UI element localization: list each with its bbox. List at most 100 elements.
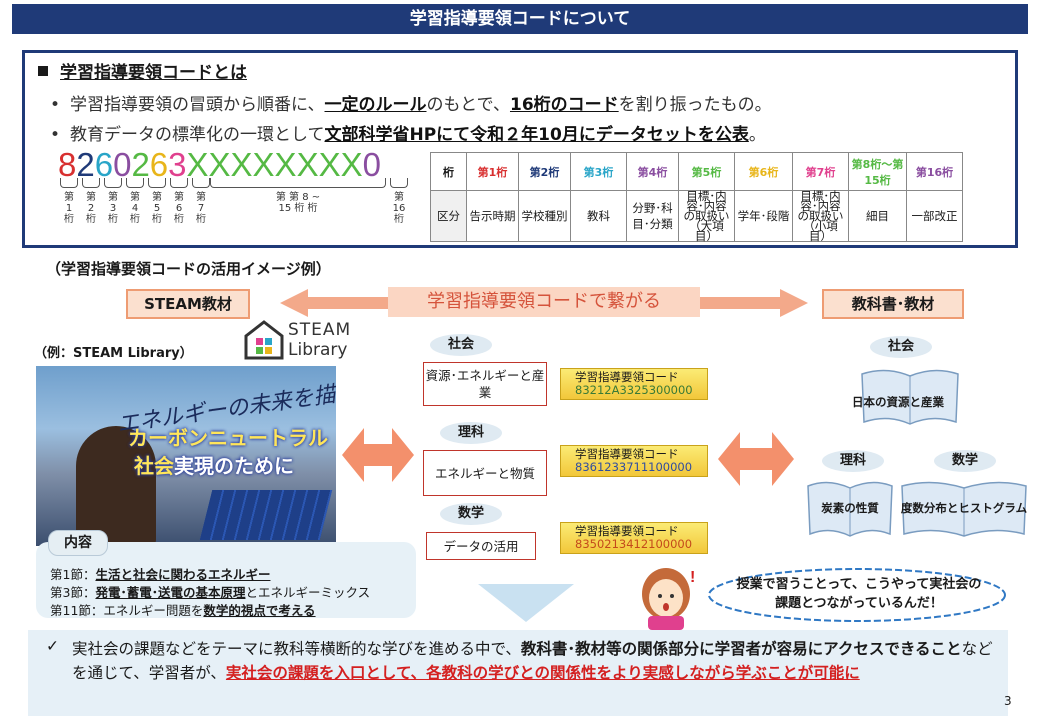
summary-bullet-1: •学習指導要領の冒頭から順番に、一定のルールのもとで、16桁のコードを割り振った… (50, 90, 772, 115)
code-digit: 3 (168, 146, 187, 183)
conclusion-part1: 実社会の課題などをテーマに教科等横断的な学びを進める中で、 (72, 640, 521, 658)
brace (210, 178, 386, 188)
bullet-dot-icon: • (50, 125, 61, 145)
textbook-title-social: 日本の資源と産業 (852, 395, 944, 409)
textbook-oval-math: 数学 (934, 450, 996, 472)
digit-table: 桁 第1桁 第2桁 第3桁 第4桁 第5桁 第6桁 第7桁 第8桁～第15桁 第… (430, 152, 963, 242)
brace (82, 178, 100, 188)
digit-table-cell: 学校種別 (518, 190, 571, 242)
brace (104, 178, 122, 188)
speech-bubble-text: 授業で習うことって、こうやって実社会の課題とつながっているんだ！ (736, 577, 982, 611)
page-title: 学習指導要領コードについて (12, 4, 1028, 34)
conclusion-part2: 教科書･教材等の関係部分に学習者が容易にアクセスできること (520, 640, 962, 658)
code-digit: 2 (76, 146, 95, 183)
digit-table-header-row: 桁 第1桁 第2桁 第3桁 第4桁 第5桁 第6桁 第7桁 第8桁～第15桁 第… (430, 152, 963, 191)
digit-table-head: 第16桁 (906, 152, 963, 191)
digit-label: 第16桁 (392, 192, 406, 225)
digit-table-head: 第5桁 (678, 152, 735, 191)
code-label: 学習指導要領コード (575, 447, 679, 461)
summary-heading-text: 学習指導要領コードとは (60, 63, 247, 83)
digit-table-head: 第8桁～第15桁 (848, 152, 907, 191)
digit-table-head: 第3桁 (570, 152, 627, 191)
code-label: 学習指導要領コード (575, 370, 679, 384)
subject-oval-social: 社会 (430, 334, 492, 356)
brace (192, 178, 210, 188)
code-digit: 6 (94, 146, 114, 183)
content-line-3: 第11節：エネルギー問題を数学的視点で考える (50, 600, 316, 619)
digit-label: 第1桁 (64, 192, 74, 225)
digit-label: 第2桁 (86, 192, 96, 225)
steam-material-photo: エネルギーの未来を描く カーボンニュートラル 社会実現のために (36, 366, 336, 546)
code-number: 8350213412100000 (575, 537, 693, 551)
solar-panel-shape (199, 490, 333, 540)
bullet1-part3: のもとで、 (426, 95, 510, 115)
digit-table-head: 第2桁 (518, 152, 571, 191)
digit-table-head: 第4桁 (626, 152, 679, 191)
digit-table-head: 第6桁 (734, 152, 793, 191)
example-caption: （例：STEAM Library） (34, 346, 193, 361)
subject-oval-math: 数学 (440, 503, 502, 525)
photo-headline-2b: 実現のために (174, 454, 294, 478)
digit-label: 第3桁 (108, 192, 118, 225)
digit-table-cell: 一部改正 (906, 190, 963, 242)
open-book-icon (901, 481, 1027, 537)
textbook-oval-science: 理科 (822, 450, 884, 472)
digit-label: 第4桁 (130, 192, 140, 225)
subject-box-science: エネルギーと物質 (423, 450, 547, 496)
subject-oval-science: 理科 (440, 422, 502, 444)
open-book-icon (807, 481, 893, 537)
steam-library-logo: STEAM Library (244, 318, 364, 364)
left-double-arrow-icon (342, 428, 414, 482)
textbook-oval-social: 社会 (870, 336, 932, 358)
digit-label: 第5桁 (152, 192, 162, 225)
conclusion-part4: 実社会の課題を入口として、各教科の学びとの関係性をより実感しながら学ぶことが可能… (225, 664, 860, 682)
digit-table-head: 第1桁 (466, 152, 519, 191)
down-arrow-icon (478, 584, 574, 622)
photo-headline-1: カーボンニュートラル (128, 426, 328, 450)
content-bold: 生活と社会に関わるエネルギー (95, 567, 271, 582)
code-number: 83212A3325300000 (575, 383, 693, 397)
code-digit: 0 (113, 146, 132, 183)
connector-label: 学習指導要領コードで繋がる (427, 291, 661, 312)
textbook-title-math: 度数分布とヒストグラム (900, 501, 1028, 515)
textbook-tag: 教科書･教材 (822, 289, 964, 319)
check-icon: ✓ (46, 637, 59, 655)
digit-table-cell: 目標･内容･内容の取扱い（小項目） (792, 190, 849, 242)
code-number: 8361233711100000 (575, 460, 693, 474)
code-digit: XXXXXXXX (186, 146, 363, 183)
photo-headline-2: 社会実現のために (134, 450, 294, 479)
usage-caption: （学習指導要領コードの活用イメージ例） (46, 260, 331, 278)
digit-table-header-label: 桁 (430, 152, 467, 191)
content-line-1: 第1節：生活と社会に関わるエネルギー (50, 564, 270, 583)
bullet2-part2: 文部科学省HPにて令和２年10月にデータセットを公表 (324, 125, 749, 145)
bullet-dot-icon: • (50, 95, 61, 115)
subject-box-math: データの活用 (426, 532, 536, 560)
steam-logo-text2: Library (288, 340, 348, 360)
code-digit: 2 (131, 146, 150, 183)
bullet1-part5: を割り振ったもの。 (618, 95, 772, 115)
steam-logo-icon (244, 320, 284, 360)
digit-table-cell: 細目 (848, 190, 907, 242)
speech-bubble-shape (708, 568, 1006, 622)
content-line-2: 第3節：発電･蓄電･送電の基本原理とエネルギーミックス (50, 582, 370, 601)
digit-table-body-label: 区分 (430, 190, 467, 242)
svg-text:!: ! (690, 569, 695, 586)
brace (148, 178, 166, 188)
code-example-digits: 8260263XXXXXXXX0 (58, 146, 381, 184)
page-number: 3 (1004, 694, 1012, 708)
summary-bullet-2: •教育データの標準化の一環として文部科学省HPにて令和２年10月にデータセットを… (50, 120, 766, 145)
digit-table-cell: 告示時期 (466, 190, 519, 242)
square-bullet-icon (38, 66, 48, 76)
surprised-student-icon: ! (642, 568, 695, 630)
conclusion-text: 実社会の課題などをテーマに教科等横断的な学びを進める中で、教科書･教材等の関係部… (72, 637, 1002, 685)
code-label: 学習指導要領コード (575, 524, 679, 538)
conclusion-box (28, 630, 1008, 716)
content-prefix: 第3節： (50, 585, 96, 600)
subject-box-social: 資源･エネルギーと産業 (423, 362, 547, 406)
digit-label: 第7桁 (196, 192, 206, 225)
contents-tag: 内容 (48, 530, 108, 556)
digit-table-head: 第7桁 (792, 152, 849, 191)
content-suffix: とエネルギーミックス (245, 585, 371, 600)
